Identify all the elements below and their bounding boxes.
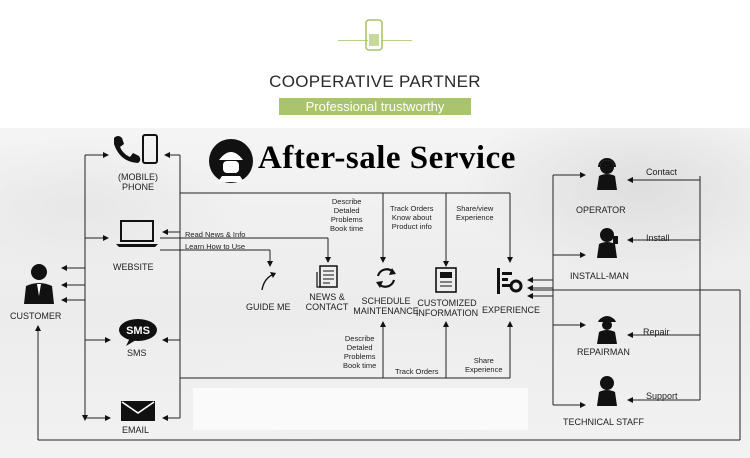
service-schedule-maintenance: SCHEDULE MAINTENANCE xyxy=(353,296,419,316)
gear-chart-icon xyxy=(497,268,523,294)
phone-icon xyxy=(114,134,158,164)
diagram-title: After-sale Service xyxy=(258,140,516,176)
bottom-note-share: Share Experience xyxy=(465,356,503,374)
staff-operator-action: Contact xyxy=(646,167,678,177)
top-note-share: Share/view Experience xyxy=(456,204,494,222)
staff-repairman-label: REPAIRMAN xyxy=(577,347,630,357)
top-note-track: Track Orders Know about Product info xyxy=(390,204,434,231)
svg-text:SMS: SMS xyxy=(126,325,150,337)
header-divider-right xyxy=(382,40,412,41)
service-news-contact: NEWS & CONTACT xyxy=(305,292,349,312)
customer-label: CUSTOMER xyxy=(10,311,62,321)
service-experience: EXPERIENCE xyxy=(482,305,541,315)
website-link-learn: Learn How to Use xyxy=(185,242,246,251)
technician-icon xyxy=(597,376,617,406)
laptop-icon xyxy=(116,220,158,247)
person-suit-icon xyxy=(24,264,54,304)
top-note-describe: Describe Detaled Problems Book time xyxy=(330,197,364,233)
page-subtitle: Professional trustworthy xyxy=(279,98,471,115)
staff-support-action: Support xyxy=(646,391,678,401)
page-title: COOPERATIVE PARTNER xyxy=(269,72,481,91)
sms-bubble-icon: SMS xyxy=(119,319,157,346)
channel-website-label: WEBSITE xyxy=(113,262,154,272)
service-customized-information: CUSTOMIZED INFORMATION xyxy=(415,298,479,318)
bottom-note-track: Track Orders xyxy=(395,367,439,376)
channel-phone-label: (MOBILE) PHONE xyxy=(117,172,158,192)
channel-email-label: EMAIL xyxy=(122,425,150,435)
bottom-note-describe: Describe Detaled Problems Book time xyxy=(343,334,377,370)
glass-cup-icon xyxy=(365,19,383,51)
staff-repair-action: Repair xyxy=(643,327,670,337)
document-icon xyxy=(435,267,457,293)
headset-worker-icon xyxy=(597,158,617,190)
cursor-arrow-icon xyxy=(261,272,276,291)
envelope-icon xyxy=(121,401,155,421)
hardhat-worker-icon xyxy=(597,316,617,344)
refresh-cycle-icon xyxy=(376,268,396,288)
staff-operator-label: OPERATOR xyxy=(576,205,626,215)
service-guide-me: GUIDE ME xyxy=(246,302,291,312)
channel-sms-label: SMS xyxy=(127,348,147,358)
worker-thumbs-up-icon xyxy=(597,228,618,258)
staff-install-action: Install xyxy=(646,233,670,243)
website-link-read-news: Read News & Info xyxy=(185,230,246,239)
staff-technical-label: TECHNICAL STAFF xyxy=(563,417,645,427)
background-panel xyxy=(193,388,528,430)
service-worker-logo-icon xyxy=(209,139,253,183)
staff-install-man-label: INSTALL-MAN xyxy=(570,271,629,281)
header-divider-left xyxy=(338,40,368,41)
newspaper-icon xyxy=(316,265,338,288)
